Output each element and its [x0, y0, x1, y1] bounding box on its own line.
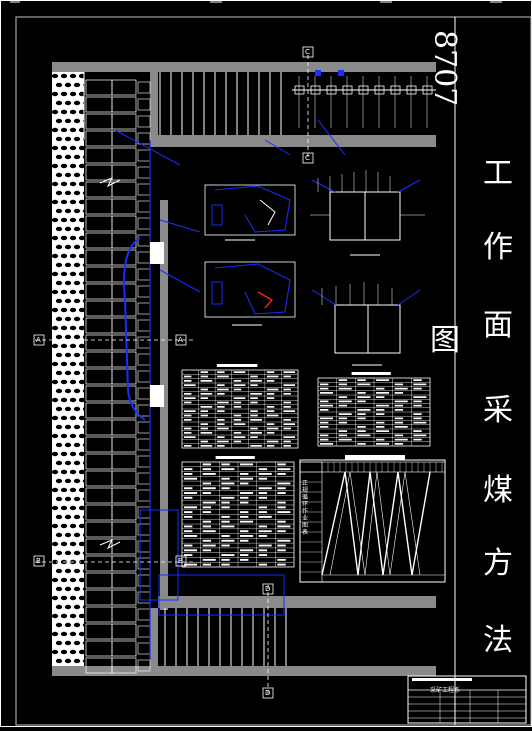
conveyor-curve	[123, 237, 146, 421]
marker-a-right: A	[178, 336, 183, 344]
top-roadway-wall	[52, 62, 436, 72]
section-detail-3	[310, 179, 425, 256]
inner-frame	[15, 16, 532, 726]
marker-b-right: B	[178, 557, 183, 565]
title-char-3: 面	[483, 308, 513, 343]
break-mark-2	[99, 539, 121, 550]
title-number: 8707	[427, 30, 462, 107]
marker-b-left: B	[36, 557, 41, 565]
hatch-block-1	[150, 242, 164, 264]
title-char-1: 工	[483, 156, 513, 191]
title-block-name: 采矿工程系	[430, 687, 461, 694]
blue-leader-1	[114, 129, 181, 166]
detail-leaders	[317, 170, 393, 305]
blue-leader-2	[159, 219, 201, 233]
marker-box-d-top	[262, 583, 274, 595]
marker-a-left: A	[36, 336, 41, 344]
table-top-right	[317, 372, 431, 447]
bottom-roadway-wall-upper	[158, 596, 436, 608]
marker-box-d-bottom	[262, 687, 274, 699]
marker-box-b-left	[33, 555, 45, 567]
marker-c-bottom: C	[305, 154, 310, 162]
blue-leader-4	[264, 139, 291, 156]
title-char-5: 煤	[483, 473, 513, 508]
chart-side-label: 正规循环作业图表	[302, 480, 309, 536]
blue-leader-5	[317, 119, 346, 156]
marker-box-c-top	[302, 46, 314, 58]
title-block	[407, 675, 527, 724]
top-roadway-wall-lower	[150, 135, 436, 147]
section-detail-1	[204, 184, 296, 241]
blue-leader-3	[159, 269, 201, 293]
marker-box-a-left	[33, 334, 45, 346]
marker-c-top: C	[305, 48, 310, 56]
hatch-block-2	[150, 385, 164, 407]
face-supports	[85, 79, 151, 674]
top-roadway-end	[150, 72, 158, 142]
marker-box-b-right	[175, 555, 187, 567]
title-char-7: 法	[483, 623, 513, 658]
break-mark-1	[99, 177, 121, 188]
top-roadway-props	[83, 72, 282, 140]
title-char-2: 作	[483, 230, 513, 265]
goaf-pattern	[51, 73, 90, 664]
blue-frame-bottom	[158, 574, 285, 616]
conveyor-boxes	[294, 70, 433, 128]
title-char-4: 采	[483, 393, 513, 428]
table-top-left	[181, 364, 299, 449]
marker-box-a-right	[175, 334, 187, 346]
inner-frame-shadow	[15, 16, 532, 726]
cycle-chart	[299, 455, 446, 583]
marker-box-c-bottom	[302, 152, 314, 164]
title-char-8: 图	[430, 323, 460, 358]
bottom-roadway-end	[150, 608, 158, 668]
section-detail-4	[311, 289, 421, 366]
title-char-6: 方	[483, 546, 513, 581]
bottom-roadway-wall	[52, 666, 436, 676]
table-bottom-left	[181, 456, 295, 568]
marker-d-top: D	[265, 585, 271, 593]
blue-frame-mid	[139, 509, 179, 601]
section-detail-2	[204, 261, 296, 326]
marker-d-bottom: D	[265, 689, 271, 697]
bottom-roadway-props	[164, 608, 287, 666]
